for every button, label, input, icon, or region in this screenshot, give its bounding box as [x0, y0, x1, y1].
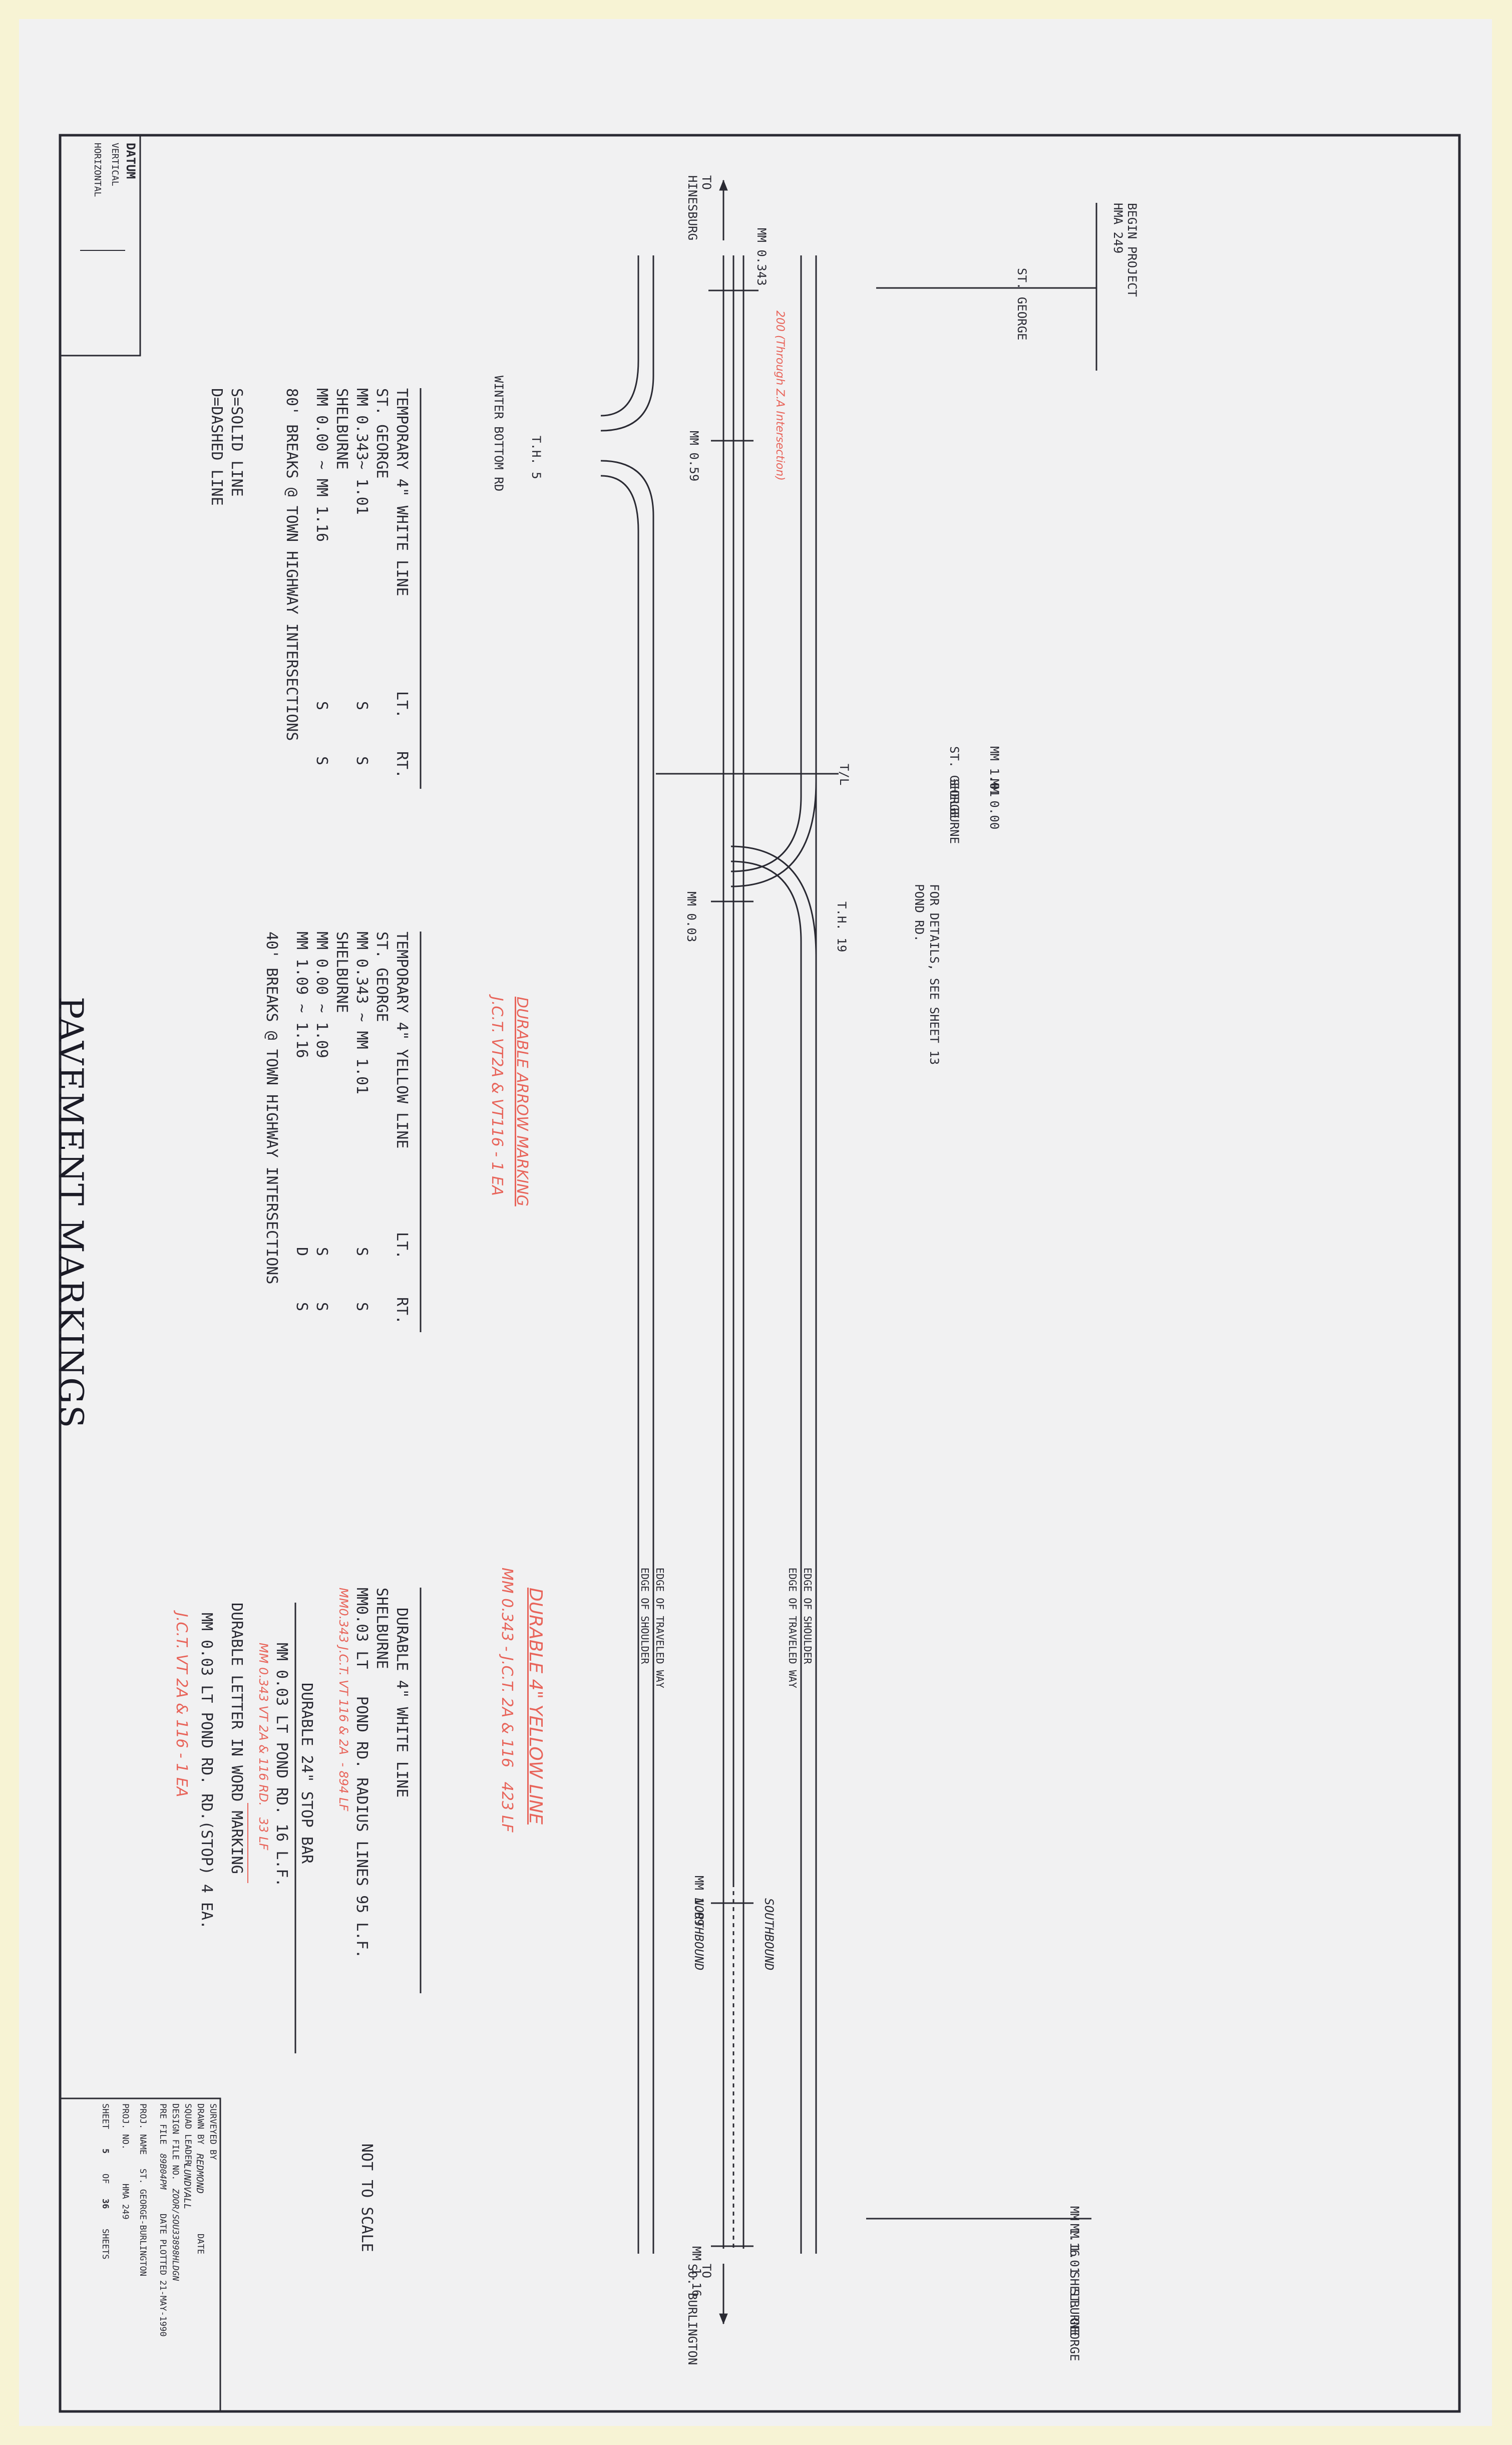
- tb-drawn-name: REDMOND: [194, 2154, 205, 2194]
- pond-rd-label: POND RD.: [912, 884, 926, 942]
- legend-solid: S=SOLID LINE: [228, 388, 245, 497]
- yellow-line-redline-qty: MM 0.343 - J.C.T. 2A & 116 423 LF: [498, 1568, 516, 1832]
- paper: [19, 19, 1492, 2426]
- yellow-row-rt: S: [293, 1302, 310, 1312]
- white-table-header: TEMPORARY 4" WHITE LINE: [393, 388, 411, 596]
- winter-bottom-rd-label: WINTER BOTTOM RD: [492, 376, 506, 492]
- yellow-row-rt: S: [353, 1302, 370, 1312]
- yellow-row-label: MM 1.09 ~ 1.16: [293, 932, 310, 1058]
- white-row-lt: S: [353, 701, 370, 711]
- arrow-marking-redline: DURABLE ARROW MARKING: [513, 997, 531, 1206]
- durable-white-header: DURABLE 4" WHITE LINE: [393, 1608, 411, 1798]
- durable-word-line: MM 0.03 LT POND RD. RD.(STOP) 4 EA.: [198, 1613, 215, 1930]
- white-row-label: ST. GEORGE: [373, 388, 391, 479]
- yellow-table-header: TEMPORARY 4" YELLOW LINE: [393, 932, 411, 1149]
- white-table-lt: LT.: [393, 691, 411, 719]
- datum-horizontal: HORIZONTAL: [92, 143, 103, 197]
- white-row-rt: S: [353, 756, 370, 766]
- yellow-row-label: SHELBURNE: [333, 932, 350, 1013]
- white-table-note: 80' BREAKS @ TOWN HIGHWAY INTERSECTIONS: [283, 388, 300, 741]
- arrow-marking-redline-qty: J.C.T. VT2A & VT116 - 1 EA: [488, 997, 506, 1196]
- white-row-label: SHELBURNE: [333, 388, 350, 470]
- tb-surveyed-by: SURVEYED BY: [208, 2103, 218, 2160]
- page-title: PAVEMENT MARKINGS: [52, 997, 90, 1430]
- tb-sheet-no: 5: [100, 2149, 110, 2154]
- yellow-table-rt: RT.: [393, 1297, 411, 1325]
- tb-pre-file: PRE FILE: [158, 2103, 168, 2145]
- tb-of: OF: [100, 2174, 110, 2184]
- white-row-label: MM 0.343~ 1.01: [353, 388, 370, 515]
- mm-059-label: MM 0.59: [687, 431, 701, 482]
- durable-shelburne: SHELBURNE: [373, 1588, 391, 1669]
- white-row-lt: S: [313, 701, 330, 711]
- tb-design-file-val: ZOOR/SOU33898HLDGN: [170, 2189, 180, 2281]
- tb-total: 36: [100, 2199, 110, 2209]
- durable-word-header: DURABLE LETTER IN WORD MARKING: [228, 1603, 245, 1874]
- tb-proj-name-label: PROJ. NAME: [138, 2103, 148, 2155]
- white-row-rt: S: [313, 756, 330, 766]
- tb-proj-no: HMA 249: [120, 2184, 130, 2220]
- tb-plotted: DATE PLOTTED 21-MAY-1990: [158, 2214, 168, 2337]
- tb-sheets: SHEETS: [100, 2229, 110, 2260]
- edge-of-traveled-way-bottom-label: EDGE OF TRAVELED WAY: [654, 1568, 666, 1688]
- tb-squad-leader: SQUAD LEADER: [183, 2103, 193, 2165]
- legend-dashed: D=DASHED LINE: [208, 388, 225, 506]
- yellow-row-lt: S: [313, 1247, 330, 1257]
- yellow-row-label: MM 0.00 ~ 1.09: [313, 932, 330, 1058]
- to-so-burlington-label: TO SO. BURLINGTON: [685, 2264, 713, 2365]
- mm-000-label: MM 0.00: [987, 779, 1001, 830]
- tb-sheet: SHEET: [100, 2103, 110, 2129]
- yellow-row-rt: S: [313, 1302, 330, 1312]
- mm-109-label: MM 1.09: [692, 1876, 706, 1927]
- th19-label: T.H. 19: [835, 901, 849, 953]
- edge-of-traveled-way-top-label: EDGE OF TRAVELED WAY: [787, 1568, 799, 1688]
- durable-radius-line: MM0.03 LT POND RD. RADIUS LINES 95 L.F.: [353, 1588, 370, 1959]
- yellow-row-label: ST. GEORGE: [373, 932, 391, 1022]
- datum-box: [59, 134, 141, 357]
- tb-proj-no-label: PROJ. NO.: [120, 2103, 130, 2150]
- tb-pre-file-val: 89B04PM: [158, 2154, 168, 2190]
- white-table-rt: RT.: [393, 751, 411, 779]
- tb-proj-name: ST. GEORGE-BURLINGTON: [138, 2169, 148, 2276]
- yellow-table-note: 40' BREAKS @ TOWN HIGHWAY INTERSECTIONS: [263, 932, 280, 1285]
- durable-stop-header: DURABLE 24" STOP BAR: [298, 1683, 315, 1864]
- southbound-label: SOUTHBOUND: [762, 1898, 776, 1971]
- yellow-table-lt: LT.: [393, 1232, 411, 1260]
- title-block: [59, 2097, 221, 2412]
- end-mm-101-label: MM 1.01 ST. GEORGE: [1067, 2224, 1081, 2361]
- yellow-row-lt: S: [353, 1247, 370, 1257]
- edge-of-shoulder-bottom-label: EDGE OF SHOULDER: [639, 1568, 651, 1664]
- tb-squad-name: LUNDVALL: [182, 2164, 193, 2210]
- datum-vertical: VERTICAL: [110, 143, 120, 186]
- tl-label: T/L: [837, 764, 851, 786]
- yellow-line-redline: DURABLE 4" YELLOW LINE: [525, 1588, 546, 1825]
- mm-0343-label: MM 0.343: [754, 228, 769, 286]
- begin-project-label: BEGIN PROJECT HMA 249: [1111, 203, 1139, 297]
- tb-design-file: DESIGN FILE NO.: [170, 2103, 180, 2181]
- durable-word-redline: J.C.T. VT 2A & 116 - 1 EA: [173, 1613, 190, 1797]
- durable-radius-redline: MM0.343 J.C.T. VT 116 & 2A - 894 LF: [336, 1588, 350, 1811]
- mm-0343-redline-note: 200 (Through Z.A Intersection): [774, 311, 786, 481]
- to-hinesburg-label: TO HINESBURG: [685, 175, 713, 241]
- durable-stop-redline: MM 0.343 VT 2A & 116 RD. 33 LF: [256, 1643, 270, 1851]
- begin-st-george-label: ST. GEORGE: [1015, 268, 1029, 341]
- pond-rd-details-label: FOR DETAILS, SEE SHEET 13: [927, 884, 941, 1065]
- datum-heading: DATUM: [124, 143, 138, 179]
- tb-drawn-by: DRAWN BY: [195, 2103, 205, 2145]
- tb-date: DATE: [195, 2234, 205, 2254]
- not-to-scale: NOT TO SCALE: [358, 2144, 375, 2252]
- white-row-label: MM 0.00 ~ MM 1.16: [313, 388, 330, 542]
- yellow-row-label: MM 0.343 ~ MM 1.01: [353, 932, 370, 1095]
- mm-000-town-label: SHELBURNE: [947, 779, 961, 844]
- durable-stop-line: MM 0.03 LT POND RD. 16 L.F.: [273, 1643, 290, 1887]
- mm-003-label: MM 0.03: [684, 891, 698, 943]
- th5-label: T.H. 5: [529, 436, 543, 479]
- sheet-border: [59, 134, 1461, 2413]
- yellow-row-lt: D: [293, 1247, 310, 1257]
- edge-of-shoulder-top-label: EDGE OF SHOULDER: [802, 1568, 814, 1664]
